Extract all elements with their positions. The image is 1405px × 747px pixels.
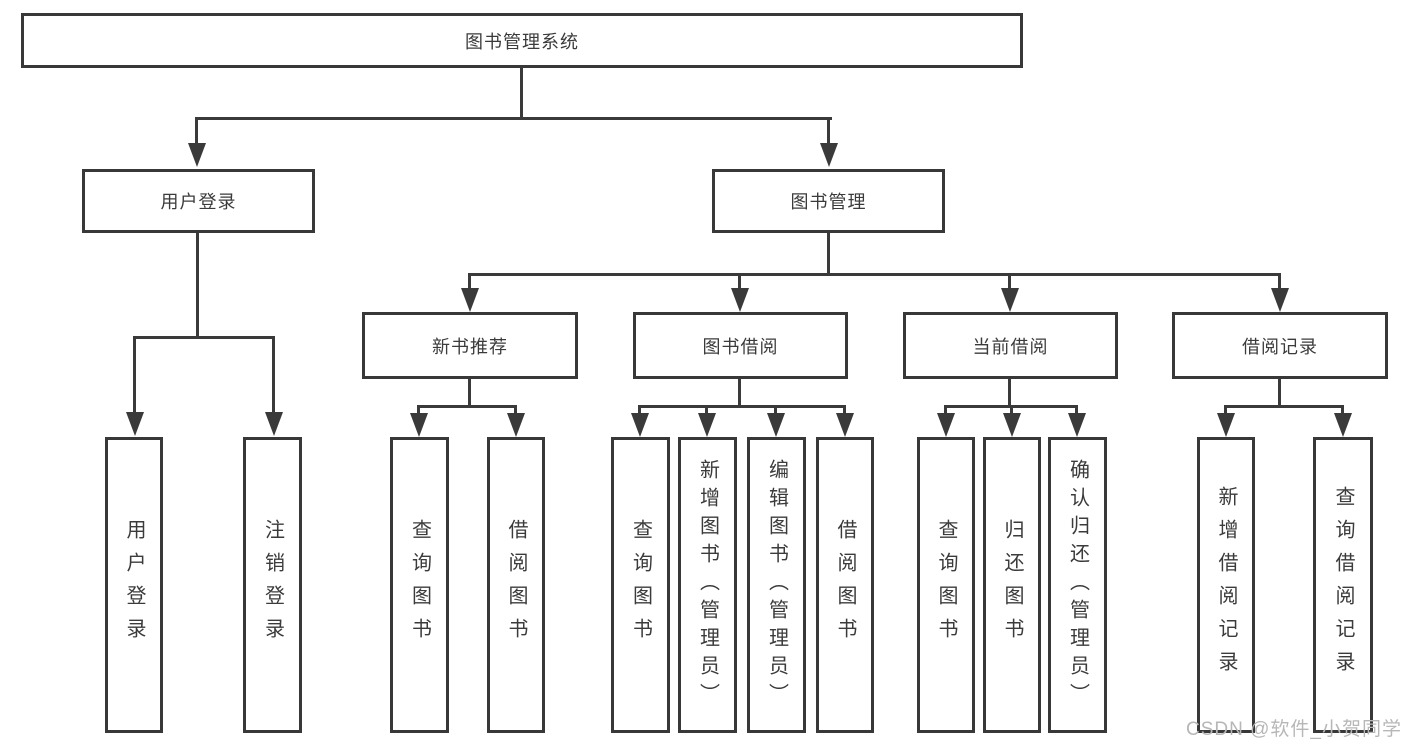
connector-drop-records xyxy=(1278,273,1281,293)
connector-borrowing-rail xyxy=(638,405,846,408)
leaf-borrow-books-newbooks: 借阅图书 xyxy=(487,437,545,733)
leaf-label: 查询借阅记录 xyxy=(1332,486,1354,684)
leaf-label: 借阅图书 xyxy=(834,519,856,651)
connector-records-rail xyxy=(1224,405,1344,408)
node-user-login: 用户登录 xyxy=(82,169,315,233)
node-label: 图书借阅 xyxy=(702,336,779,357)
node-label: 当前借阅 xyxy=(972,336,1049,357)
node-label: 用户登录 xyxy=(160,192,237,212)
arrowhead xyxy=(1068,413,1086,437)
connector-drop-leaf-logout xyxy=(272,336,275,416)
arrowhead-current xyxy=(1001,288,1019,312)
leaf-label: 查询图书 xyxy=(408,519,431,651)
connector-drop-book-mgmt xyxy=(827,117,830,147)
connector-drop xyxy=(638,405,641,417)
leaf-return-books: 归还图书 xyxy=(983,437,1041,733)
arrowhead xyxy=(836,413,854,437)
arrowhead-new-books xyxy=(461,288,479,312)
node-borrowing-records: 借阅记录 xyxy=(1172,312,1388,379)
connector-root-stem xyxy=(520,67,523,119)
connector-borrowing-stem xyxy=(738,378,741,408)
node-book-borrowing: 图书借阅 xyxy=(633,312,848,379)
leaf-label: 用户登录 xyxy=(123,519,145,651)
leaf-borrow-books-borrowing: 借阅图书 xyxy=(816,437,874,733)
leaf-label: 编辑图书（管理员） xyxy=(765,459,788,711)
node-label: 新书推荐 xyxy=(432,336,508,357)
leaf-label: 注销登录 xyxy=(261,519,284,651)
connector-current-stem xyxy=(1008,378,1011,408)
leaf-confirm-return-admin: 确认归还（管理员） xyxy=(1048,437,1107,733)
connector-drop xyxy=(1010,405,1013,417)
connector-drop xyxy=(774,405,777,417)
connector-new-books-rail xyxy=(417,405,517,408)
connector-drop xyxy=(1341,405,1344,417)
connector-drop-new-books xyxy=(468,273,471,293)
node-new-book-recommendation: 新书推荐 xyxy=(362,312,578,379)
node-label: 图书管理 xyxy=(790,192,867,212)
connector-drop xyxy=(1075,405,1078,417)
connector-drop-user-login xyxy=(195,117,198,147)
connector-records-stem xyxy=(1278,378,1281,408)
arrowhead-leaf-logout xyxy=(265,412,283,436)
arrowhead xyxy=(410,413,428,437)
arrowhead xyxy=(698,413,716,437)
node-label: 图书管理系统 xyxy=(465,31,579,52)
arrowhead-book-mgmt xyxy=(820,143,838,167)
connector-drop-leaf-login xyxy=(133,336,136,416)
arrowhead xyxy=(767,413,785,437)
leaf-label: 归还图书 xyxy=(1001,519,1023,651)
arrowhead xyxy=(1003,413,1021,437)
leaf-user-login: 用户登录 xyxy=(105,437,163,733)
connector-new-books-stem xyxy=(468,378,471,408)
leaf-query-books-newbooks: 查询图书 xyxy=(390,437,449,733)
connector-user-login-stem xyxy=(196,233,199,339)
csdn-watermark: CSDN @软件_小贺同学 xyxy=(1186,719,1402,740)
connector-drop-current xyxy=(1008,273,1011,293)
connector-user-login-rail xyxy=(133,336,275,339)
leaf-query-books-borrowing: 查询图书 xyxy=(611,437,670,733)
leaf-logout: 注销登录 xyxy=(243,437,302,733)
node-library-management-system: 图书管理系统 xyxy=(21,13,1023,68)
arrowhead xyxy=(1334,413,1352,437)
connector-drop xyxy=(1224,405,1227,417)
arrowhead xyxy=(507,413,525,437)
connector-drop xyxy=(514,405,517,417)
leaf-query-borrow-record: 查询借阅记录 xyxy=(1313,437,1373,733)
connector-drop xyxy=(417,405,420,417)
connector-drop xyxy=(843,405,846,417)
leaf-label: 查询图书 xyxy=(629,519,652,651)
arrowhead-user-login xyxy=(188,143,206,167)
leaf-label: 借阅图书 xyxy=(505,519,527,651)
leaf-add-books-admin: 新增图书（管理员） xyxy=(678,437,737,733)
node-current-borrowing: 当前借阅 xyxy=(903,312,1118,379)
node-book-management: 图书管理 xyxy=(712,169,945,233)
arrowhead-records xyxy=(1271,288,1289,312)
connector-root-rail xyxy=(195,117,832,120)
arrowhead-leaf-login xyxy=(126,412,144,436)
connector-drop-borrowing xyxy=(738,273,741,293)
leaf-label: 确认归还（管理员） xyxy=(1066,459,1089,711)
leaf-label: 新增借阅记录 xyxy=(1215,486,1237,684)
connector-drop xyxy=(705,405,708,417)
leaf-add-borrow-record: 新增借阅记录 xyxy=(1197,437,1255,733)
leaf-query-books-current: 查询图书 xyxy=(917,437,975,733)
leaf-label: 查询图书 xyxy=(935,519,957,651)
connector-drop xyxy=(944,405,947,417)
node-label: 借阅记录 xyxy=(1242,336,1318,357)
arrowhead xyxy=(937,413,955,437)
arrowhead xyxy=(1217,413,1235,437)
leaf-label: 新增图书（管理员） xyxy=(696,459,719,711)
arrowhead-borrowing xyxy=(731,288,749,312)
leaf-edit-books-admin: 编辑图书（管理员） xyxy=(747,437,806,733)
connector-book-mgmt-rail xyxy=(468,273,1281,276)
arrowhead xyxy=(631,413,649,437)
connector-book-mgmt-stem xyxy=(827,233,830,276)
